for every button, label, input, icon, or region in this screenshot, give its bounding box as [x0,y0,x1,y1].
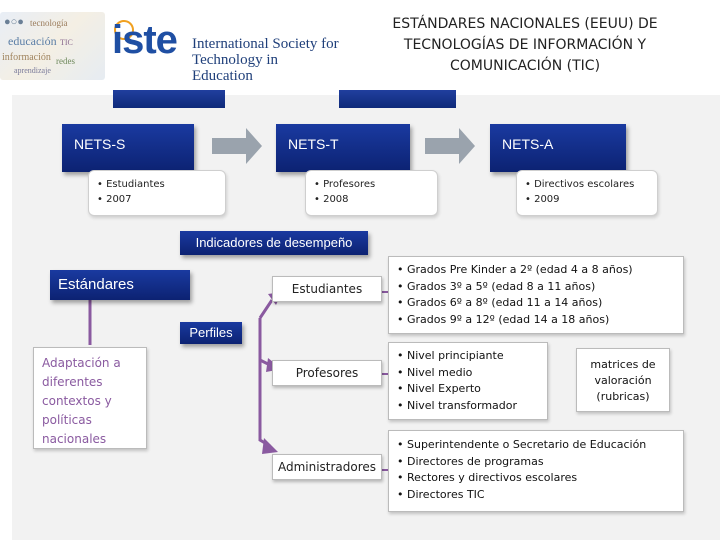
logo-tagline-2: Technology in Education [192,52,279,84]
admin-item: Directores TIC [397,487,683,504]
nivel-item: Nivel medio [397,365,547,382]
role-profesores: Profesores [272,360,382,386]
connector-perfiles-estudiantes [258,299,274,319]
nivel-item: Nivel transformador [397,398,547,415]
admin-box: Superintendente o Secretario de Educació… [388,430,684,512]
nets-s-label: NETS-S [74,136,126,152]
admin-item: Superintendente o Secretario de Educació… [397,437,683,454]
role-estudiantes-label: Estudiantes [291,282,363,296]
matrices-text: matrices de valoración (rubricas) [590,358,656,403]
nivel-item: Nivel principiante [397,348,547,365]
nets-a-detail: Directivos escolares 2009 [516,170,658,216]
top-bar-2 [339,90,456,108]
role-profesores-label: Profesores [295,366,359,380]
admin-item: Directores de programas [397,454,683,471]
admin-item: Rectores y directivos escolares [397,470,683,487]
perfiles-box: Perfiles [180,322,242,344]
arrowhead-administradores [262,438,278,454]
indicadores-box: Indicadores de desempeño [180,231,368,255]
grado-item: Grados Pre Kinder a 2º (edad 4 a 8 años) [397,262,683,279]
indicadores-label: Indicadores de desempeño [195,235,353,250]
block-arrow-1 [212,128,262,164]
grado-item: Grados 9º a 12º (edad 14 a 18 años) [397,312,683,329]
nivel-item: Nivel Experto [397,381,547,398]
role-administradores-label: Administradores [277,460,377,474]
nets-t-item: Profesores [314,177,437,192]
nets-t-box: NETS-T [276,124,410,172]
estandares-box: Estándares [50,270,190,300]
nets-s-detail: Estudiantes 2007 [88,170,226,216]
nets-a-item: 2009 [525,192,657,207]
role-administradores: Administradores [272,454,382,480]
matrices-box: matrices de valoración (rubricas) [576,348,670,412]
grado-item: Grados 6º a 8º (edad 11 a 14 años) [397,295,683,312]
nets-a-label: NETS-A [502,136,554,152]
nets-s-item: Estudiantes [97,177,225,192]
estandares-label: Estándares [58,276,134,293]
page-title: ESTÁNDARES NACIONALES (EEUU) DE TECNOLOG… [392,16,658,74]
nets-t-label: NETS-T [288,136,339,152]
nets-a-box: NETS-A [490,124,626,172]
adaptacion-text: Adaptación a diferentes contextos y polí… [42,356,121,446]
logo-tagline: International Society for Technology in … [192,36,342,84]
nets-t-detail: Profesores 2008 [305,170,438,216]
connector-perfiles-stem [258,318,271,448]
nets-s-item: 2007 [97,192,225,207]
word-cloud-image: ●○● tecnología educación TIC información… [0,12,105,80]
logo-tagline-1: International Society for [192,36,339,52]
top-bar-1 [113,90,225,108]
iste-logo: iste International Society for Technolog… [112,18,342,84]
niveles-box: Nivel principiante Nivel medio Nivel Exp… [388,342,548,420]
block-arrow-2 [425,128,475,164]
grado-item: Grados 3º a 5º (edad 8 a 11 años) [397,279,683,296]
grados-box: Grados Pre Kinder a 2º (edad 4 a 8 años)… [388,256,684,334]
perfiles-label: Perfiles [189,325,233,340]
nets-t-item: 2008 [314,192,437,207]
globe-icon [114,20,134,40]
nets-s-box: NETS-S [62,124,194,172]
nets-a-item: Directivos escolares [525,177,657,192]
logo-mark: iste [112,18,178,62]
adaptacion-box: Adaptación a diferentes contextos y polí… [33,347,147,449]
role-estudiantes: Estudiantes [272,276,382,302]
